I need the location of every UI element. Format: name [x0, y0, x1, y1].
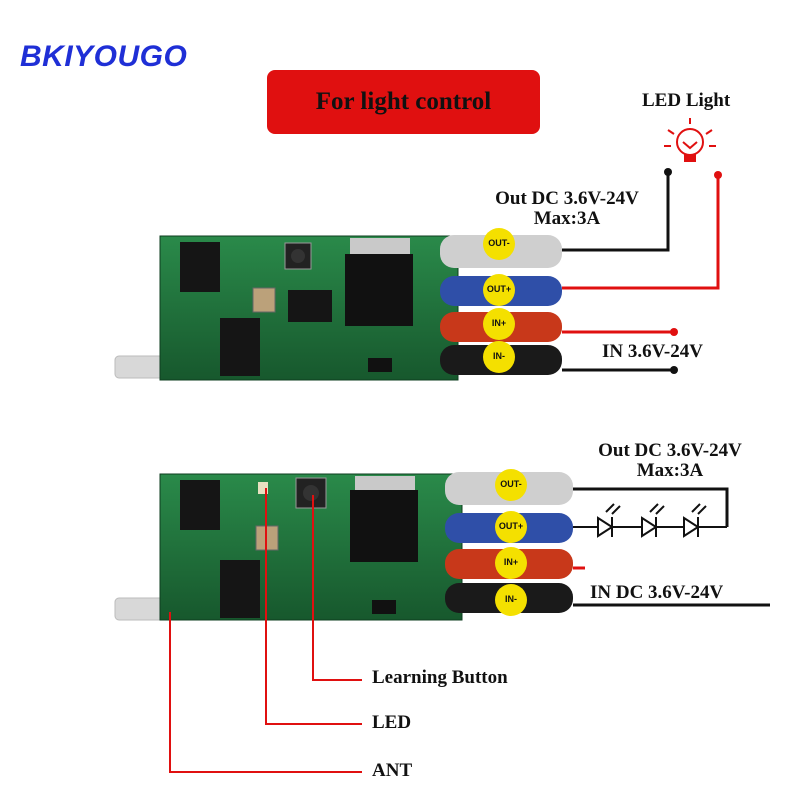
bottom-mosfet — [350, 490, 418, 562]
bottom-learning-button-cap — [303, 485, 319, 501]
bottom-badge-in-minus — [495, 584, 527, 616]
top-in-label: IN 3.6V-24V — [602, 341, 703, 362]
top-badge-out-minus — [483, 228, 515, 260]
learning-button-label: Learning Button — [372, 667, 508, 688]
ant-label: ANT — [372, 760, 413, 781]
callout-line-learning-button — [312, 495, 362, 681]
top-out-plus-terminal — [714, 171, 722, 179]
bottom-diode — [372, 600, 396, 614]
bottom-led-indicator — [258, 482, 268, 494]
top-badge-in-minus — [483, 341, 515, 373]
bottom-terminal-out-plus: OUT+ — [498, 521, 524, 531]
callout-line-led — [265, 488, 362, 725]
bottom-badge-in-plus — [495, 547, 527, 579]
led-diode-icon-1 — [597, 503, 621, 538]
callout-line-ant — [169, 612, 362, 773]
top-mosfet — [345, 254, 413, 326]
top-mosfet-tab — [350, 238, 410, 256]
led-light-label: LED Light — [642, 90, 731, 111]
top-in-minus-terminal — [670, 366, 678, 374]
brand-logo: BKIYOUGO — [20, 40, 188, 73]
top-badge-out-plus — [483, 274, 515, 306]
bottom-terminal-out-minus: OUT- — [500, 479, 522, 489]
bottom-chip-1 — [180, 480, 220, 530]
top-learning-button — [284, 242, 312, 270]
top-out-plus-line — [562, 178, 720, 290]
top-module — [114, 118, 722, 381]
top-terminal-in-plus: IN+ — [491, 318, 507, 328]
bottom-badge-out-minus — [495, 469, 527, 501]
led-label: LED — [372, 712, 412, 733]
bottom-mosfet-tab — [355, 476, 415, 492]
top-out-minus-line — [562, 175, 670, 252]
top-out-label-line2: Max:3A — [533, 208, 601, 229]
bottom-out-label-line1: Out DC 3.6V-24V — [598, 440, 742, 461]
top-chip-1 — [180, 242, 220, 292]
bottom-terminal-in-plus: IN+ — [503, 557, 519, 567]
top-out-label-line1: Out DC 3.6V-24V — [495, 188, 639, 209]
top-learning-button-cap — [291, 249, 305, 263]
top-terminal-out-minus: OUT- — [488, 238, 510, 248]
bottom-antenna-wire — [114, 597, 166, 621]
bottom-out-minus-line — [573, 487, 729, 527]
top-crystal — [252, 287, 276, 313]
top-terminal-in-minus: IN- — [493, 351, 505, 361]
top-in-plus-terminal — [670, 328, 678, 336]
bottom-out-label: Out DC 3.6V-24V Max:3A — [565, 440, 775, 482]
top-out-minus-terminal — [664, 168, 672, 176]
led-diode-icon-3 — [683, 503, 707, 538]
top-chip-2 — [220, 318, 260, 376]
top-regulator — [288, 290, 332, 322]
top-out-label: Out DC 3.6V-24V Max:3A — [462, 188, 672, 230]
title-banner: For light control — [267, 70, 540, 134]
bottom-terminal-in-minus: IN- — [505, 594, 517, 604]
bottom-chip-2 — [220, 560, 260, 618]
top-terminal-out-plus: OUT+ — [486, 284, 512, 294]
led-bulb-icon — [664, 118, 716, 162]
top-badge-in-plus — [483, 308, 515, 340]
bottom-badge-out-plus — [495, 511, 527, 543]
bottom-out-label-line2: Max:3A — [636, 460, 704, 481]
top-diode — [368, 358, 392, 372]
bottom-in-label: IN DC 3.6V-24V — [590, 582, 724, 603]
led-diode-icon-2 — [641, 503, 665, 538]
top-antenna-wire — [114, 355, 166, 379]
bottom-module — [114, 469, 770, 773]
